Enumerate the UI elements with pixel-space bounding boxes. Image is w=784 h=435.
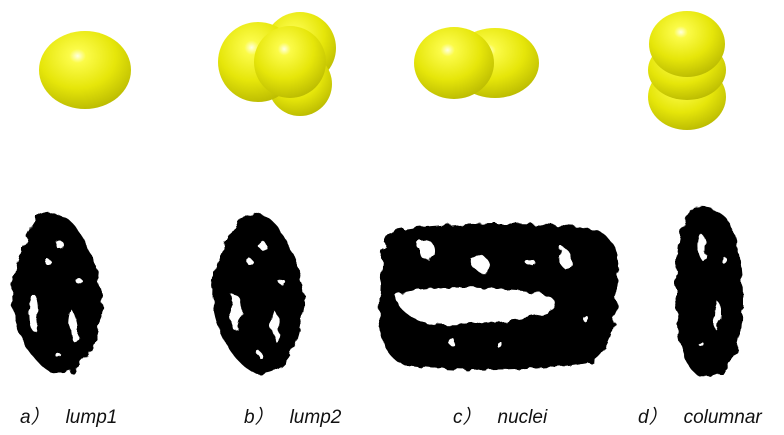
sphere-model-nuclei: [414, 27, 539, 99]
caption-letter: b）: [244, 407, 274, 428]
particle-image-lump2: [212, 212, 304, 373]
particle-image-nuclei: [380, 224, 619, 371]
caption-lump1: a） lump1: [20, 402, 117, 429]
sphere-model-lump1: [39, 31, 131, 109]
caption-letter: c）: [453, 407, 482, 428]
caption-name: lump2: [290, 407, 342, 428]
caption-lump2: b） lump2: [244, 402, 341, 429]
caption-name: lump1: [66, 407, 118, 428]
caption-nuclei: c） nuclei: [453, 402, 547, 429]
caption-name: columnar: [684, 407, 762, 428]
sphere-model-lump2: [218, 12, 336, 116]
sphere-model-columnar: [648, 11, 726, 130]
particle-image-columnar: [676, 207, 742, 377]
caption-letter: d）: [638, 407, 668, 428]
caption-name: nuclei: [498, 407, 548, 428]
particle-image-lump1: [12, 212, 102, 373]
caption-letter: a）: [20, 407, 50, 428]
caption-columnar: d） columnar: [638, 402, 762, 429]
